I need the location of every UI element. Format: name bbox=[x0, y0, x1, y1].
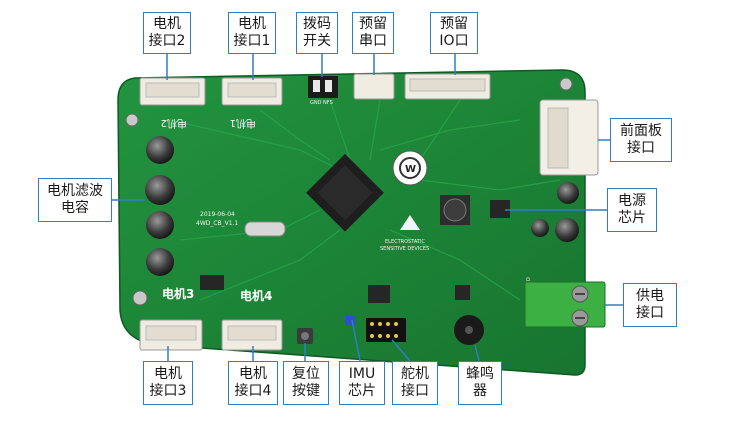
label-reserved-serial: 预留 串口 bbox=[352, 12, 394, 54]
silk-board-name: 4WD_CB_V1.1 bbox=[196, 220, 239, 227]
silk-dip-labels: GND NFS bbox=[310, 100, 333, 106]
mount-hole-tl bbox=[125, 113, 139, 127]
connector-serial bbox=[353, 73, 395, 100]
crystal bbox=[244, 221, 286, 237]
label-imu-chip: IMU 芯片 bbox=[339, 361, 385, 405]
label-dip-switch: 拨码 开关 bbox=[296, 12, 338, 54]
svg-text:W: W bbox=[405, 164, 416, 175]
label-motor-filter-cap: 电机滤波 电容 bbox=[38, 178, 112, 222]
label-front-panel-port: 前面板 接口 bbox=[610, 118, 672, 162]
label-motor-port2: 电机 接口2 bbox=[143, 12, 191, 54]
mount-hole-bl bbox=[132, 290, 148, 306]
label-power-supply-port: 供电 接口 bbox=[623, 283, 677, 327]
silk-motor4: 电机4 bbox=[240, 288, 272, 303]
label-motor-port1: 电机 接口1 bbox=[228, 12, 276, 54]
board-logo bbox=[392, 150, 428, 186]
silk-motor1: 电机1 bbox=[230, 117, 256, 130]
silk-version: 2019-06-04 bbox=[200, 211, 235, 218]
leader-lines bbox=[112, 54, 623, 362]
silk-motor3: 电机3 bbox=[162, 286, 194, 301]
label-motor-port4: 电机 接口4 bbox=[228, 361, 278, 405]
servo-header bbox=[366, 318, 406, 342]
silk-motor2: 电机2 bbox=[161, 117, 187, 130]
label-servo-port: 舵机 接口 bbox=[392, 361, 438, 405]
power-terminal bbox=[524, 281, 606, 328]
mount-hole-tr bbox=[559, 77, 573, 91]
label-power-chip: 电源 芯片 bbox=[607, 188, 657, 232]
label-motor-port3: 电机 接口3 bbox=[143, 361, 193, 405]
dip-switch-body bbox=[308, 76, 338, 98]
silk-esd-line2: SENSITIVE DEVICES bbox=[380, 246, 429, 252]
label-reset-button: 复位 按键 bbox=[283, 361, 329, 405]
silk-esd-line1: ELECTROSTATIC bbox=[385, 239, 425, 245]
imu-body bbox=[345, 316, 355, 326]
label-buzzer: 蜂鸣 器 bbox=[458, 361, 502, 405]
label-reserved-io: 预留 IO口 bbox=[430, 12, 478, 54]
